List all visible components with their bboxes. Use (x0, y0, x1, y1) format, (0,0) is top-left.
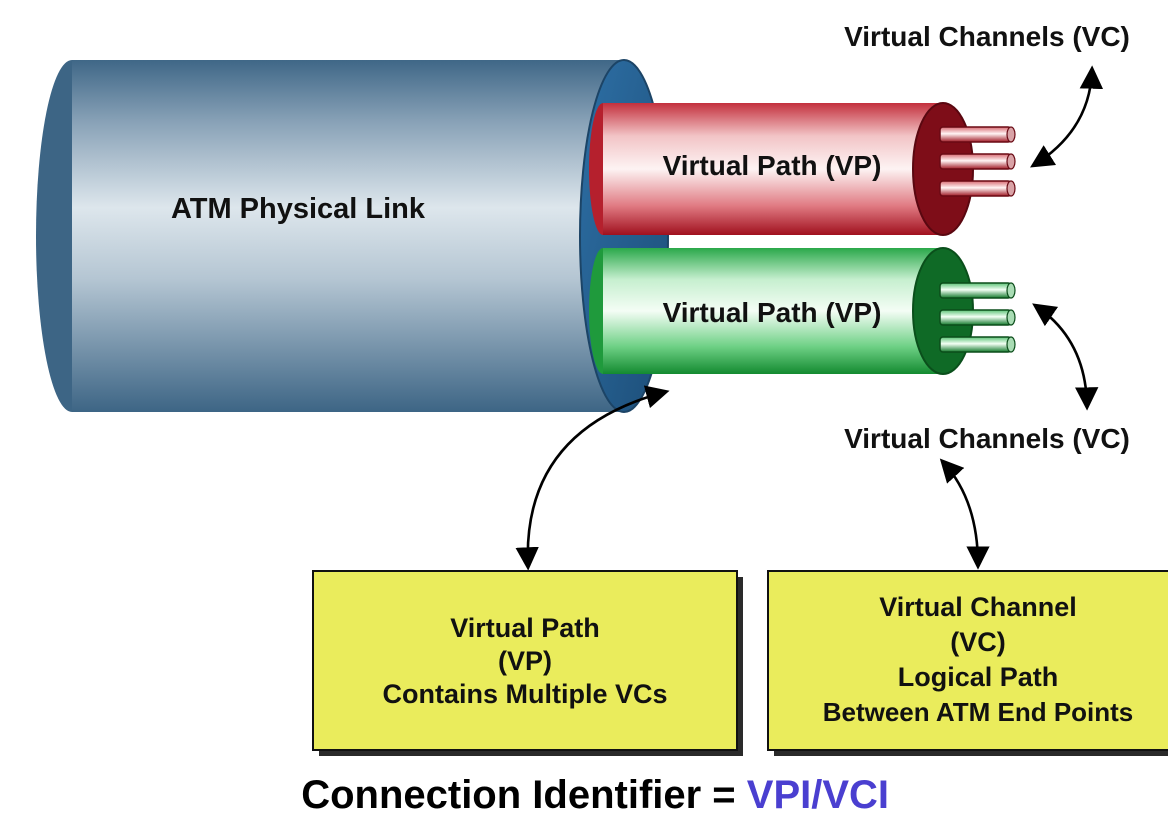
vc-info-box: Virtual Channel (VC) Logical Path Betwee… (767, 570, 1168, 756)
vc-box-line2: (VC) (950, 627, 1006, 657)
virtual-path-tube-green: Virtual Path (VP) (589, 247, 974, 375)
arrow-vc-top (1030, 65, 1104, 168)
connection-identifier-value: VPI/VCI (747, 773, 889, 817)
vp-box-line1: Virtual Path (450, 613, 600, 643)
vc-box-line1: Virtual Channel (879, 592, 1077, 622)
vp-info-box: Virtual Path (VP) Contains Multiple VCs (312, 570, 743, 756)
vc-top-label: Virtual Channels (VC) (844, 21, 1130, 52)
physical-link-label: ATM Physical Link (171, 193, 426, 225)
connection-identifier: Connection Identifier = VPI/VCI (246, 773, 923, 817)
vp-bottom-label: Virtual Path (VP) (663, 297, 882, 328)
vc-box-line4: Between ATM End Points (823, 697, 1134, 727)
arrow-vc-bottom (1032, 303, 1099, 411)
vp-box-line2: (VP) (498, 646, 552, 676)
vp-box-line3: Contains Multiple VCs (382, 679, 667, 709)
connection-identifier-prefix: Connection Identifier = (301, 773, 747, 817)
arrow-vc-box (939, 458, 990, 570)
virtual-channel-wires-green (939, 282, 1016, 353)
vc-box-line3: Logical Path (898, 662, 1059, 692)
physical-link-cable: ATM Physical Link (36, 59, 669, 413)
vc-bottom-label: Virtual Channels (VC) (844, 423, 1130, 454)
virtual-path-tube-red: Virtual Path (VP) (589, 102, 974, 236)
connector-arrows (515, 65, 1104, 571)
vp-top-label: Virtual Path (VP) (663, 150, 882, 181)
arrow-vp-box (515, 385, 670, 571)
virtual-channel-wires-red (939, 126, 1016, 197)
